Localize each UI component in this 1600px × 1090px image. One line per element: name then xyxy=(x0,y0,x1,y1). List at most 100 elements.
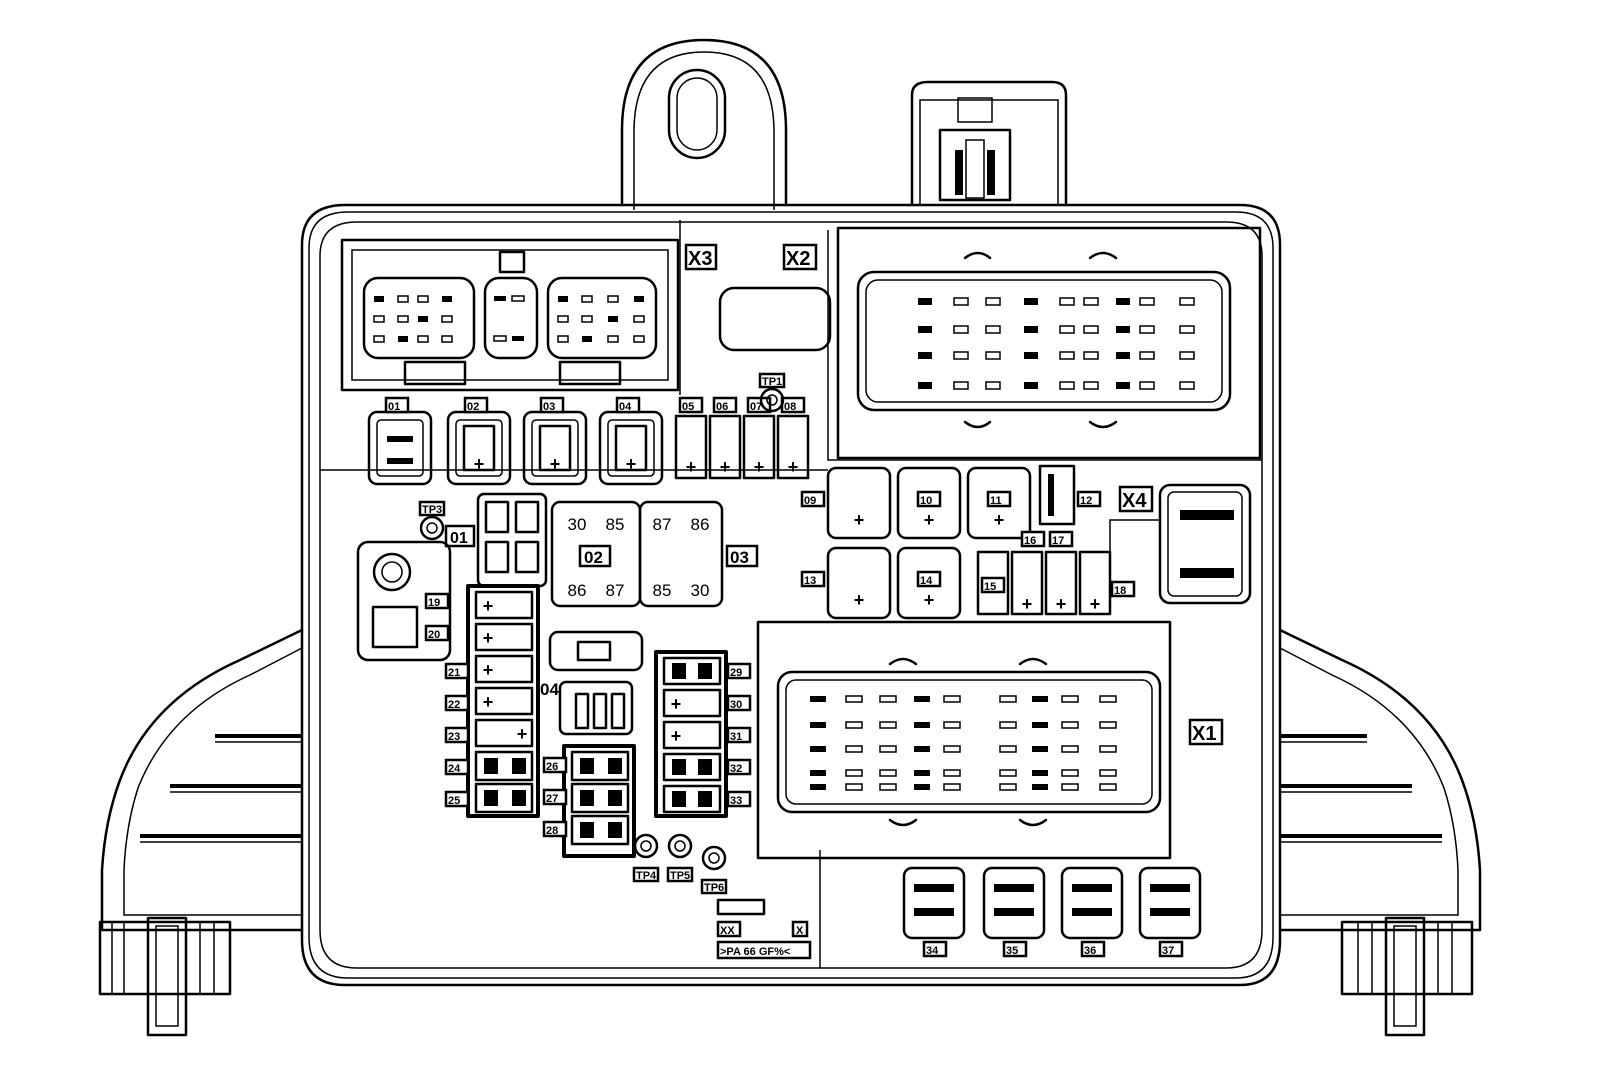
fuse-12-tag xyxy=(1076,490,1102,508)
fuse-30-label: 30 xyxy=(730,699,742,711)
x1-pin xyxy=(845,745,863,753)
fuse-12-label: 12 xyxy=(1080,495,1092,507)
fuse-right-2-plus: + xyxy=(671,726,682,746)
x2-pin xyxy=(1059,381,1075,390)
fuse-06-plus: + xyxy=(720,457,731,477)
fuse-24-tag xyxy=(444,758,470,776)
x3-right-pin xyxy=(582,336,592,342)
fuse-34-blade-b xyxy=(914,908,954,916)
fuse-left-0-plus: + xyxy=(483,596,494,616)
fuse-01-label: 01 xyxy=(388,401,400,413)
x2-pin xyxy=(1083,297,1099,306)
connector-x4: X4 xyxy=(1109,483,1252,605)
connector-x3: X3 xyxy=(340,238,718,392)
x3-right-pin xyxy=(581,295,593,303)
fuse-09-label: 09 xyxy=(804,495,816,507)
relay-02-pin-85: 85 xyxy=(606,515,625,534)
x3-mid-pin xyxy=(493,335,507,342)
fuse-split-left-1 xyxy=(474,782,534,814)
x1-pin xyxy=(943,721,961,729)
connector-x4-label: X4 xyxy=(1122,490,1147,512)
x1-pin xyxy=(879,783,897,791)
x1-pin xyxy=(1032,746,1048,752)
fuse-11-tag xyxy=(986,490,1012,508)
x3-left-pin xyxy=(417,335,429,343)
x2-pin xyxy=(1024,326,1038,333)
fuse-right-0-blade-a xyxy=(672,663,686,679)
code-x: X xyxy=(796,925,804,937)
x1-pin xyxy=(1061,721,1079,729)
fuse-right-4 xyxy=(662,784,722,814)
fuse-21-label: 21 xyxy=(448,667,460,679)
fuse-right-0-blade-b xyxy=(698,663,712,679)
x3-right-pin xyxy=(607,295,619,303)
relay-03-pin-86: 86 xyxy=(691,515,710,534)
fuse-33-tag xyxy=(726,790,752,808)
x3-right-pin xyxy=(557,315,569,323)
x3-right-pin xyxy=(607,335,619,343)
x1-pin xyxy=(1061,745,1079,753)
fuse-18-tag xyxy=(1110,580,1136,598)
test-point-tp5-tag xyxy=(666,866,694,883)
fuse-10-label: 10 xyxy=(920,495,932,507)
fuse-21-tag xyxy=(444,662,470,680)
x1-pin xyxy=(914,696,930,702)
x1-pin xyxy=(1032,722,1048,728)
x1-pin xyxy=(879,721,897,729)
fuse-09 xyxy=(826,466,892,540)
connector-x1-label: X1 xyxy=(1192,723,1216,745)
fuse-34 xyxy=(902,866,966,940)
x3-left-pin xyxy=(442,296,452,302)
fuse-15-tag xyxy=(980,576,1006,594)
relay-03: 87 86 85 30 03 xyxy=(638,500,759,608)
test-point-tp6-tag xyxy=(700,878,728,895)
fuse-small-1-plus: + xyxy=(1022,594,1033,614)
fuse-right-4-blade-a xyxy=(672,791,686,807)
x2-pin xyxy=(1083,325,1099,334)
x3-left-pin xyxy=(417,295,429,303)
x2-pin xyxy=(918,382,932,389)
fuse-02-label: 02 xyxy=(467,401,479,413)
fuse-24-label: 24 xyxy=(448,763,461,775)
x3-right-pin xyxy=(633,315,645,323)
fuse-left-3 xyxy=(474,686,534,716)
material-marking: XX X >PA 66 GF%< xyxy=(716,898,812,960)
fuse-34-blade-a xyxy=(914,884,954,892)
test-point-tp4-core xyxy=(640,840,652,852)
fuse-33-label: 33 xyxy=(730,795,742,807)
fuse-23-label: 23 xyxy=(448,731,460,743)
x3-right-pin xyxy=(558,296,568,302)
relay-03-pin-30: 30 xyxy=(691,581,710,600)
fuse-split-left-1-blade-b xyxy=(512,790,526,806)
fuse-34-label: 34 xyxy=(926,945,939,957)
relay-01-label: 01 xyxy=(450,530,468,547)
fuse-split-center-1-blade-a xyxy=(580,790,594,806)
test-point-tp3-label: TP3 xyxy=(422,504,442,516)
fuse-28-label: 28 xyxy=(546,825,558,837)
fuse-02-inner xyxy=(455,419,503,477)
fuse-06-label: 06 xyxy=(716,401,728,413)
x2-pin xyxy=(1083,381,1099,390)
fuse-03-tag xyxy=(539,396,565,414)
fuse-03-plus: + xyxy=(550,454,561,474)
fuse-17-label: 17 xyxy=(1052,535,1064,547)
x3-right-pin xyxy=(634,296,644,302)
fuse-right-4-blade-b xyxy=(698,791,712,807)
fuse-right-1 xyxy=(662,688,722,718)
fuse-02-body xyxy=(462,424,496,472)
fuse-36-blade-b xyxy=(1072,908,1112,916)
x2-pin xyxy=(1179,381,1195,390)
fuse-36-blade-a xyxy=(1072,884,1112,892)
x2-pin xyxy=(918,326,932,333)
fuse-29-label: 29 xyxy=(730,667,742,679)
fuse-31-label: 31 xyxy=(730,731,742,743)
fuse-30-tag xyxy=(726,694,752,712)
fuse-06 xyxy=(708,414,742,480)
fuse-35-blade-a xyxy=(994,884,1034,892)
x3-left-pin xyxy=(397,315,409,323)
fuse-13-label: 13 xyxy=(804,575,816,587)
fuse-15-label: 15 xyxy=(984,581,996,593)
fuse-26-tag xyxy=(542,756,568,774)
x1-pin xyxy=(1099,745,1117,753)
fuse-28-tag xyxy=(542,820,568,838)
